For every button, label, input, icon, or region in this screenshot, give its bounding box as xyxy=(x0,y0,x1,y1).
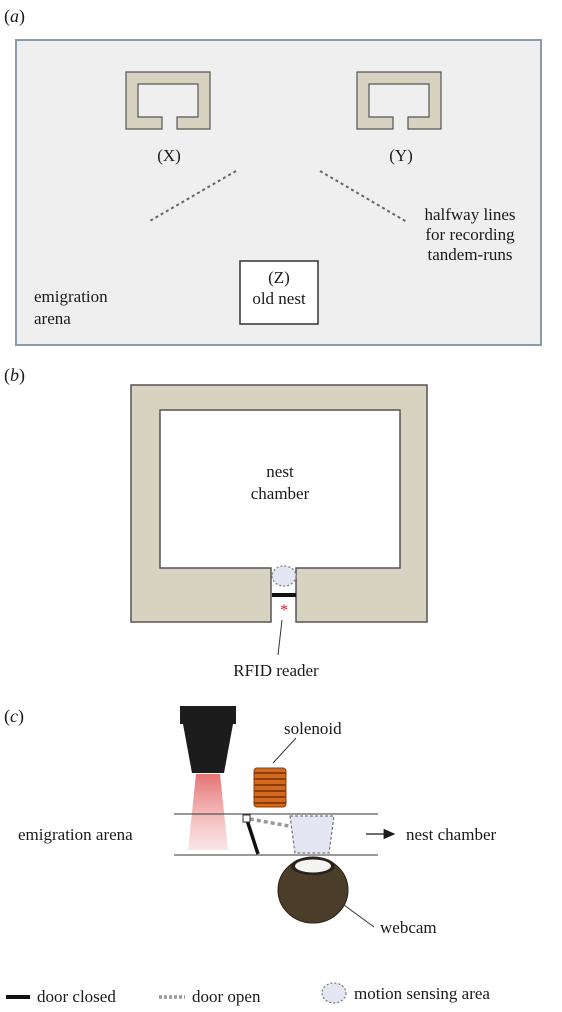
halfway-label-3: tandem-runs xyxy=(428,245,513,264)
halfway-label-1: halfway lines xyxy=(424,205,515,224)
legend: door closed door open motion sensing are… xyxy=(6,982,490,1006)
legend-door-closed-label: door closed xyxy=(37,987,116,1006)
nest-y-label: (Y) xyxy=(389,146,413,165)
legend-door-open-label: door open xyxy=(192,987,261,1006)
nest-chamber-label-1: nest xyxy=(266,462,294,481)
legend-motion-label: motion sensing area xyxy=(354,984,490,1003)
nest-chamber-wall xyxy=(130,384,428,623)
door-hinge xyxy=(242,814,251,823)
rfid-reader-icon xyxy=(183,724,233,773)
webcam-label: webcam xyxy=(380,918,437,937)
panel-c: (c) solenoid emigration arena nest chamb… xyxy=(4,706,496,937)
webcam-icon xyxy=(277,856,349,924)
rfid-reader-top xyxy=(180,706,236,724)
halfway-line-left xyxy=(147,170,237,223)
halfway-label-2: for recording xyxy=(425,225,515,244)
halfway-line-right xyxy=(319,170,408,223)
panel-a-label: (a) xyxy=(4,6,25,27)
solenoid-label: solenoid xyxy=(284,719,342,738)
door-open-line xyxy=(249,817,290,828)
motion-sensing-area xyxy=(271,565,297,587)
old-nest-box xyxy=(239,260,319,325)
panel-b: (b) nest chamber * RFID reader xyxy=(4,365,428,680)
old-nest-label-1: (Z) xyxy=(268,268,290,287)
arena-label-1: emigration xyxy=(34,287,108,306)
motion-sensing-area-c xyxy=(289,815,335,854)
arena-label-c: emigration arena xyxy=(18,825,133,844)
rfid-leader-line xyxy=(277,619,283,656)
nest-y-icon xyxy=(356,71,442,130)
nest-x-label: (X) xyxy=(157,146,181,165)
old-nest-label-2: old nest xyxy=(252,289,306,308)
door-closed-line xyxy=(245,819,260,855)
rfid-reader-label: RFID reader xyxy=(233,661,319,680)
nest-x-icon xyxy=(125,71,211,130)
panel-a: (a) (X) (Y) halfway lines for recording … xyxy=(4,6,542,346)
panel-b-label: (b) xyxy=(4,365,25,386)
legend-motion-swatch xyxy=(321,982,347,1004)
arena-label-2: arena xyxy=(34,309,71,328)
panel-c-label: (c) xyxy=(4,706,24,727)
nest-chamber-label-c: nest chamber xyxy=(406,825,496,844)
webcam-leader-line xyxy=(343,904,375,928)
nest-chamber-label-2: chamber xyxy=(251,484,310,503)
solenoid-leader-line xyxy=(272,737,297,764)
rfid-beam xyxy=(188,774,228,850)
solenoid-icon xyxy=(253,767,287,808)
rfid-asterisk: * xyxy=(280,602,288,619)
